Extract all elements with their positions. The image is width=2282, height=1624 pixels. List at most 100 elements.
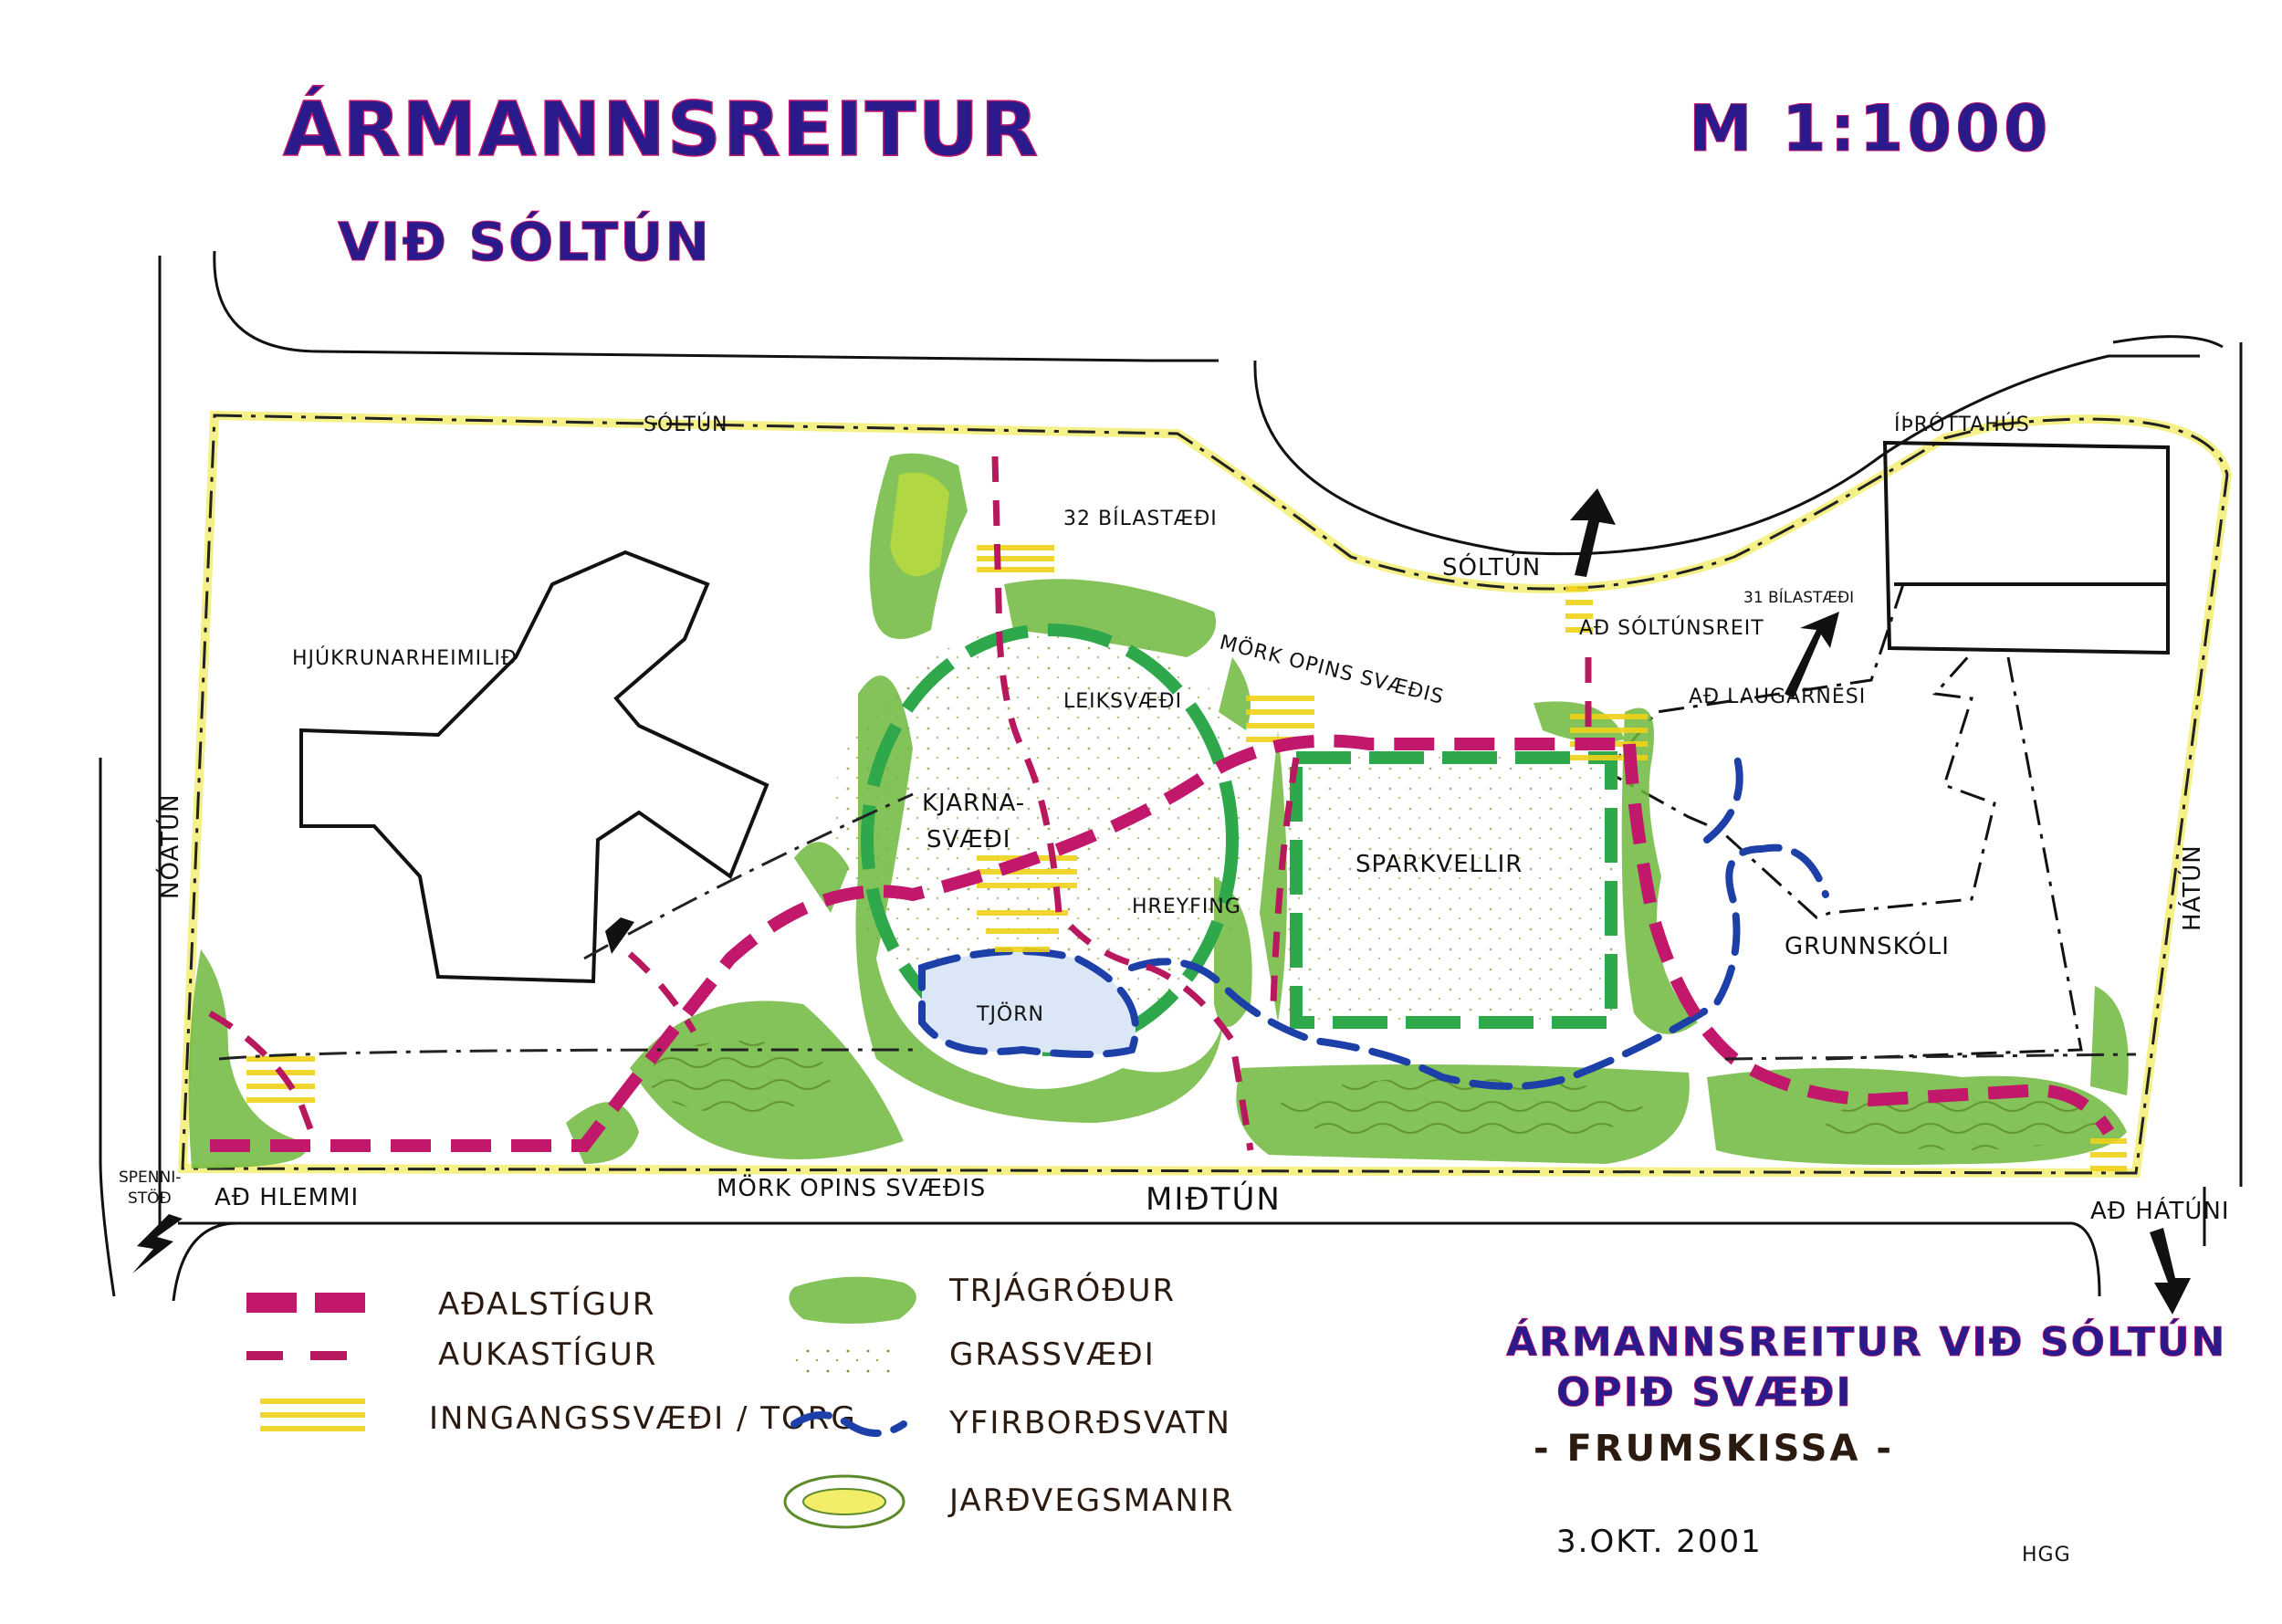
legend-label: TRJÁGRÓÐUR	[948, 1272, 1176, 1309]
tree-cluster	[1214, 876, 1252, 1027]
entry-area	[1246, 696, 1314, 742]
tree-cluster	[1621, 707, 1698, 1034]
site-boundary	[181, 414, 2229, 1175]
secondary-paths	[208, 456, 1592, 1151]
direction-arrows	[132, 488, 2191, 1315]
label-parking-32: 32 BÍLASTÆÐI	[1063, 507, 1218, 530]
legend-label: JARÐVEGSMANIR	[947, 1483, 1234, 1519]
street-label-soltun: SÓLTÚN	[644, 413, 728, 436]
school-building-outline	[1825, 656, 2083, 1061]
label-exercise: HREYFING	[1132, 896, 1241, 918]
pond-fill	[922, 951, 1136, 1054]
legend-item-trees: TRJÁGRÓÐUR	[789, 1272, 1176, 1324]
road-line	[1253, 354, 2200, 556]
road-line	[172, 1221, 238, 1302]
legend-item-secondary-path: AUKASTÍGUR	[246, 1336, 657, 1373]
titlebox-draft: - FRUMSKISSA -	[1534, 1428, 1894, 1470]
inner-boundary	[1724, 1053, 2137, 1061]
inner-boundary	[218, 1048, 922, 1061]
street-label-midtun: MIÐTÚN	[1146, 1180, 1282, 1218]
earth-mound	[648, 1041, 831, 1114]
tree-cluster	[2090, 986, 2129, 1095]
entry-area	[246, 1056, 315, 1103]
road-line	[99, 758, 116, 1297]
legend-swatch	[783, 1474, 905, 1529]
label-pond: TJÖRN	[976, 1002, 1044, 1026]
school-building	[1604, 583, 1996, 919]
arrow-up-icon	[1570, 488, 1616, 577]
titlebox-title: ÁRMANNSREITUR VIÐ SÓLTÚN	[1506, 1317, 2226, 1366]
drawing-date: 3.OKT. 2001	[1556, 1524, 1763, 1560]
label-core-area-1: KJARNA-	[922, 790, 1025, 817]
map-title: ÁRMANNSREITUR	[283, 85, 1040, 173]
sports-hall-building	[1882, 440, 2170, 655]
water-channel	[1128, 843, 1829, 1090]
legend-item-water: YFIRBORÐSVATN	[790, 1405, 1231, 1441]
label-ad-hatuni: AÐ HÁTÚNI	[2090, 1196, 2230, 1225]
arrow-ne-icon	[1785, 612, 1839, 698]
legend-label: AUKASTÍGUR	[438, 1336, 657, 1373]
secondary-path	[991, 456, 1254, 1151]
entry-area	[2090, 1138, 2127, 1171]
label-ad-hlemmi: AÐ HLEMMI	[215, 1184, 359, 1211]
nursing-home-building	[299, 550, 769, 984]
road-line	[2112, 335, 2224, 349]
legend-item-mounds: JARÐVEGSMANIR	[783, 1474, 1234, 1529]
earth-mound	[1826, 1095, 2099, 1150]
water-channel	[1703, 745, 1743, 843]
street-label-noatun: NÓATÚN	[155, 793, 184, 899]
arrow-sw-icon	[132, 1214, 183, 1273]
tree-cluster	[1534, 701, 1625, 743]
legend-swatch	[794, 1342, 895, 1378]
legend-item-entry-area: INNGANGSSVÆÐI / TORG	[260, 1399, 857, 1437]
label-nursing-home: HJÚKRUNARHEIMILIÐ	[292, 646, 518, 670]
tree-cluster	[188, 949, 306, 1168]
secondary-path	[208, 1010, 319, 1143]
tree-cluster	[1260, 730, 1287, 1022]
label-playground: LEIKSVÆÐI	[1063, 690, 1182, 713]
street-label-hatun: HÁTÚN	[2177, 844, 2206, 931]
legend-label: AÐALSTÍGUR	[438, 1285, 655, 1323]
titlebox-subtitle: OPIÐ SVÆÐI	[1556, 1369, 1853, 1416]
legend-item-main-path: AÐALSTÍGUR	[246, 1285, 655, 1323]
main-path	[1623, 743, 2115, 1136]
label-ad-laugarnesi: AÐ LAUGARNESI	[1689, 686, 1866, 708]
scale-label: M 1:1000	[1689, 91, 2052, 166]
main-paths	[210, 734, 2115, 1152]
earth-mound	[1278, 1077, 1643, 1141]
label-substation-2: STÖÐ	[128, 1188, 172, 1208]
legend-label: GRASSVÆÐI	[949, 1336, 1156, 1373]
surface-water	[1128, 745, 1829, 1090]
legend-label: YFIRBORÐSVATN	[948, 1405, 1231, 1441]
author-initials: HGG	[2022, 1544, 2071, 1566]
label-core-area-2: SVÆÐI	[926, 826, 1010, 854]
map-subtitle: VIÐ SÓLTÚN	[338, 210, 711, 273]
tree-cluster	[1004, 579, 1216, 657]
earth-mounds	[648, 1041, 2099, 1150]
label-boundary-bottom: MÖRK OPINS SVÆÐIS	[717, 1173, 986, 1202]
road-line	[213, 250, 1219, 362]
grass-area-pitch	[1287, 753, 1616, 1027]
label-ithrottahus: ÍÞRÓTTAHÚS	[1894, 413, 2030, 436]
main-path	[210, 734, 1625, 1152]
legend-swatch	[790, 1411, 907, 1437]
entry-area	[1565, 586, 1593, 633]
football-pitch	[1290, 751, 1617, 1029]
label-football-pitch: SPARKVELLIR	[1356, 851, 1523, 878]
label-parking-31: 31 BÍLASTÆÐI	[1743, 587, 1854, 607]
grass-area	[831, 625, 1269, 1027]
label-school: GRUNNSKÓLI	[1785, 931, 1950, 960]
road-line	[2071, 1221, 2101, 1297]
tree-cluster	[566, 1102, 639, 1164]
arrow-nw-icon	[605, 917, 634, 954]
road-network	[99, 250, 2243, 1302]
entry-area	[977, 545, 1054, 572]
legend-item-grass: GRASSVÆÐI	[794, 1336, 1156, 1378]
street-label-soltun-mid: SÓLTÚN	[1442, 552, 1541, 581]
legend-label: INNGANGSSVÆÐI / TORG	[429, 1400, 857, 1437]
arrow-s-icon	[2150, 1228, 2191, 1315]
legend-swatch	[789, 1276, 916, 1324]
inner-boundary	[583, 792, 914, 960]
tree-cluster	[890, 472, 949, 577]
